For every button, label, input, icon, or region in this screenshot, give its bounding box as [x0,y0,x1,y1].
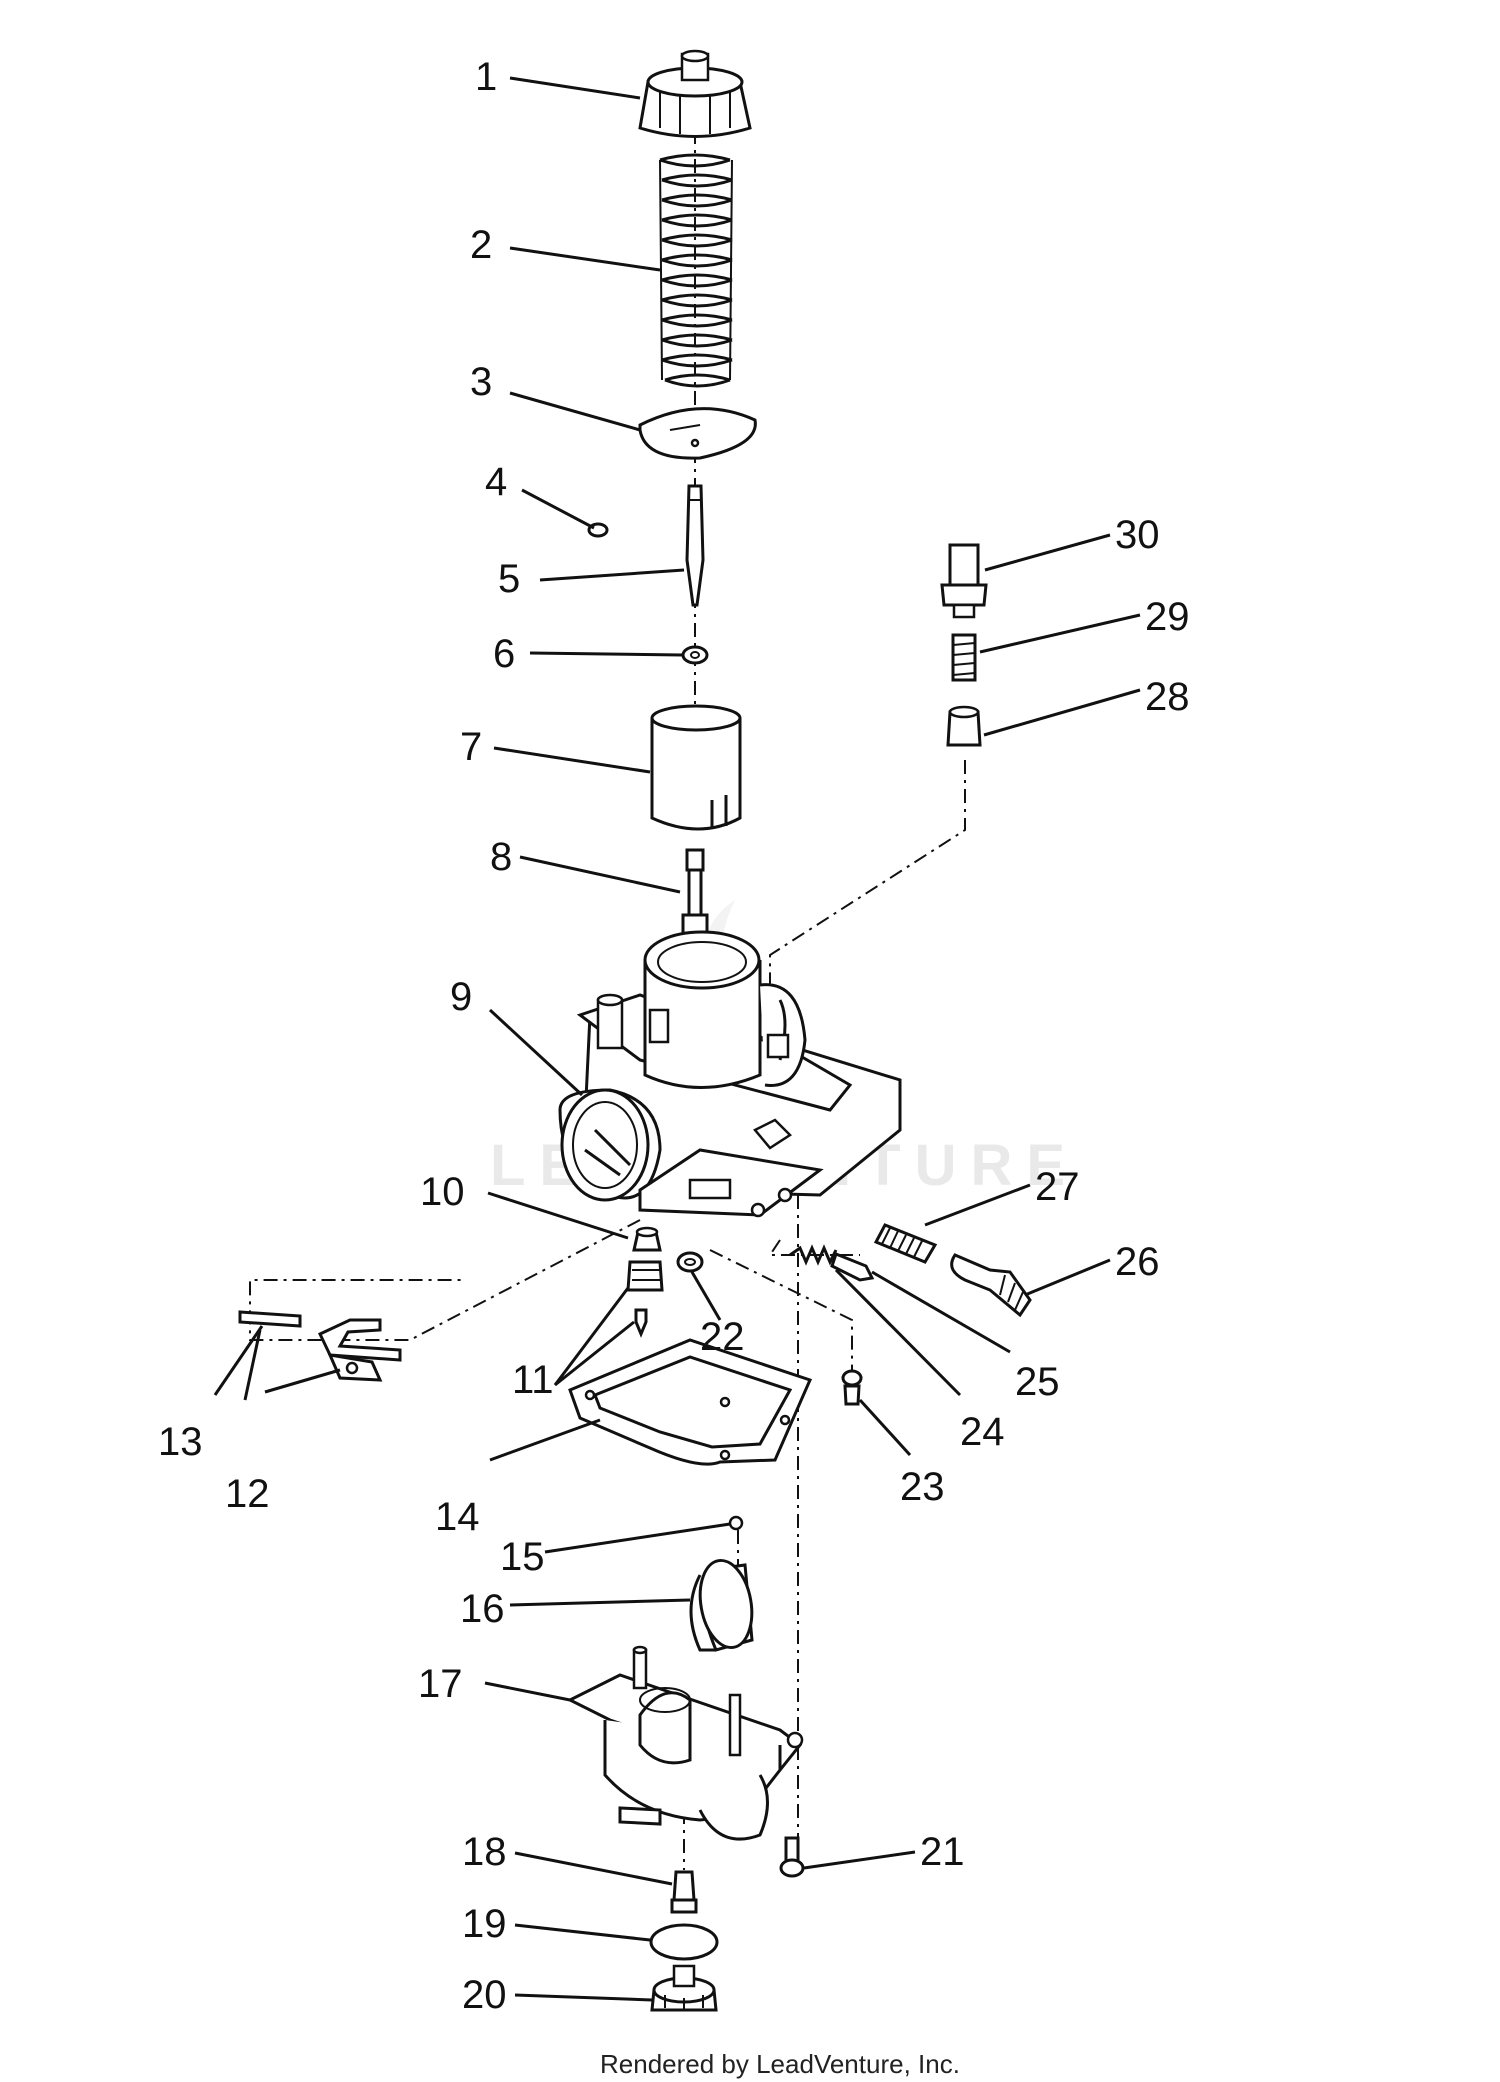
callout-19: 19 [462,1902,507,1946]
callout-15: 15 [500,1535,545,1579]
callout-9: 9 [450,975,472,1019]
callout-29: 29 [1145,595,1190,639]
part-11-float-needle [626,1260,664,1338]
part-8-needle-jet [681,848,709,939]
callout-12: 12 [225,1472,270,1516]
part-18-main-jet [670,1870,698,1914]
part-5-needle [685,484,705,607]
part-26-pilot-screw [950,1253,1032,1318]
footer-credit: Rendered by LeadVenture, Inc. [600,2049,960,2079]
callout-1: 1 [475,55,497,99]
callout-4: 4 [485,460,507,504]
part-28-jet [946,705,982,747]
callout-14: 14 [435,1495,480,1539]
part-6-washer [681,645,709,665]
part-15-ring [728,1515,744,1531]
part-13-pin [238,1310,302,1328]
callout-17: 17 [418,1662,463,1706]
callout-7: 7 [460,725,482,769]
part-12-float-arm [317,1318,402,1382]
part-16-float [689,1558,754,1652]
part-24-spring [789,1244,838,1266]
callout-28: 28 [1145,675,1190,719]
part-29-spring [951,633,977,682]
part-22-washer [676,1251,704,1273]
part-30-fitting [940,543,988,619]
leader-lines [213,76,1141,2002]
part-25-air-screw [830,1252,875,1282]
part-19-o-ring [649,1923,719,1961]
callout-22: 22 [700,1315,745,1359]
part-9-carb-body [558,930,902,1218]
callout-27: 27 [1035,1165,1080,1209]
callout-8: 8 [490,835,512,879]
callout-10: 10 [420,1170,465,1214]
callout-18: 18 [462,1830,507,1874]
part-2-spring [659,153,733,388]
air-screw-axis [768,1239,860,1256]
part-21-drain-screw [779,1836,805,1878]
part-23-screw [841,1369,863,1406]
part-1-cap [638,49,752,138]
callout-20: 20 [462,1973,507,2017]
callout-30: 30 [1115,513,1160,557]
callout-3: 3 [470,360,492,404]
callout-25: 25 [1015,1360,1060,1404]
part-7-slide [650,704,742,831]
callout-2: 2 [470,223,492,267]
callout-16: 16 [460,1587,505,1631]
part-20-drain-plug [650,1964,718,2012]
part-3-plate [638,407,757,460]
part-10-valve-seat [632,1226,662,1252]
callout-13: 13 [158,1420,203,1464]
part-14-gasket [568,1338,813,1466]
callout-labels: 1 2 3 4 5 6 7 8 9 10 11 12 13 14 15 16 1… [158,55,1190,2017]
callout-11: 11 [512,1358,554,1402]
callout-5: 5 [498,557,520,601]
callout-6: 6 [493,632,515,676]
part-27-spring [873,1223,938,1264]
callout-23: 23 [900,1465,945,1509]
callout-26: 26 [1115,1240,1160,1284]
screw-23-axis [709,1249,853,1375]
part-17-float-bowl [566,1645,804,1841]
float-arm-axis [249,1219,641,1341]
callout-24: 24 [960,1410,1005,1454]
callout-21: 21 [920,1830,965,1874]
